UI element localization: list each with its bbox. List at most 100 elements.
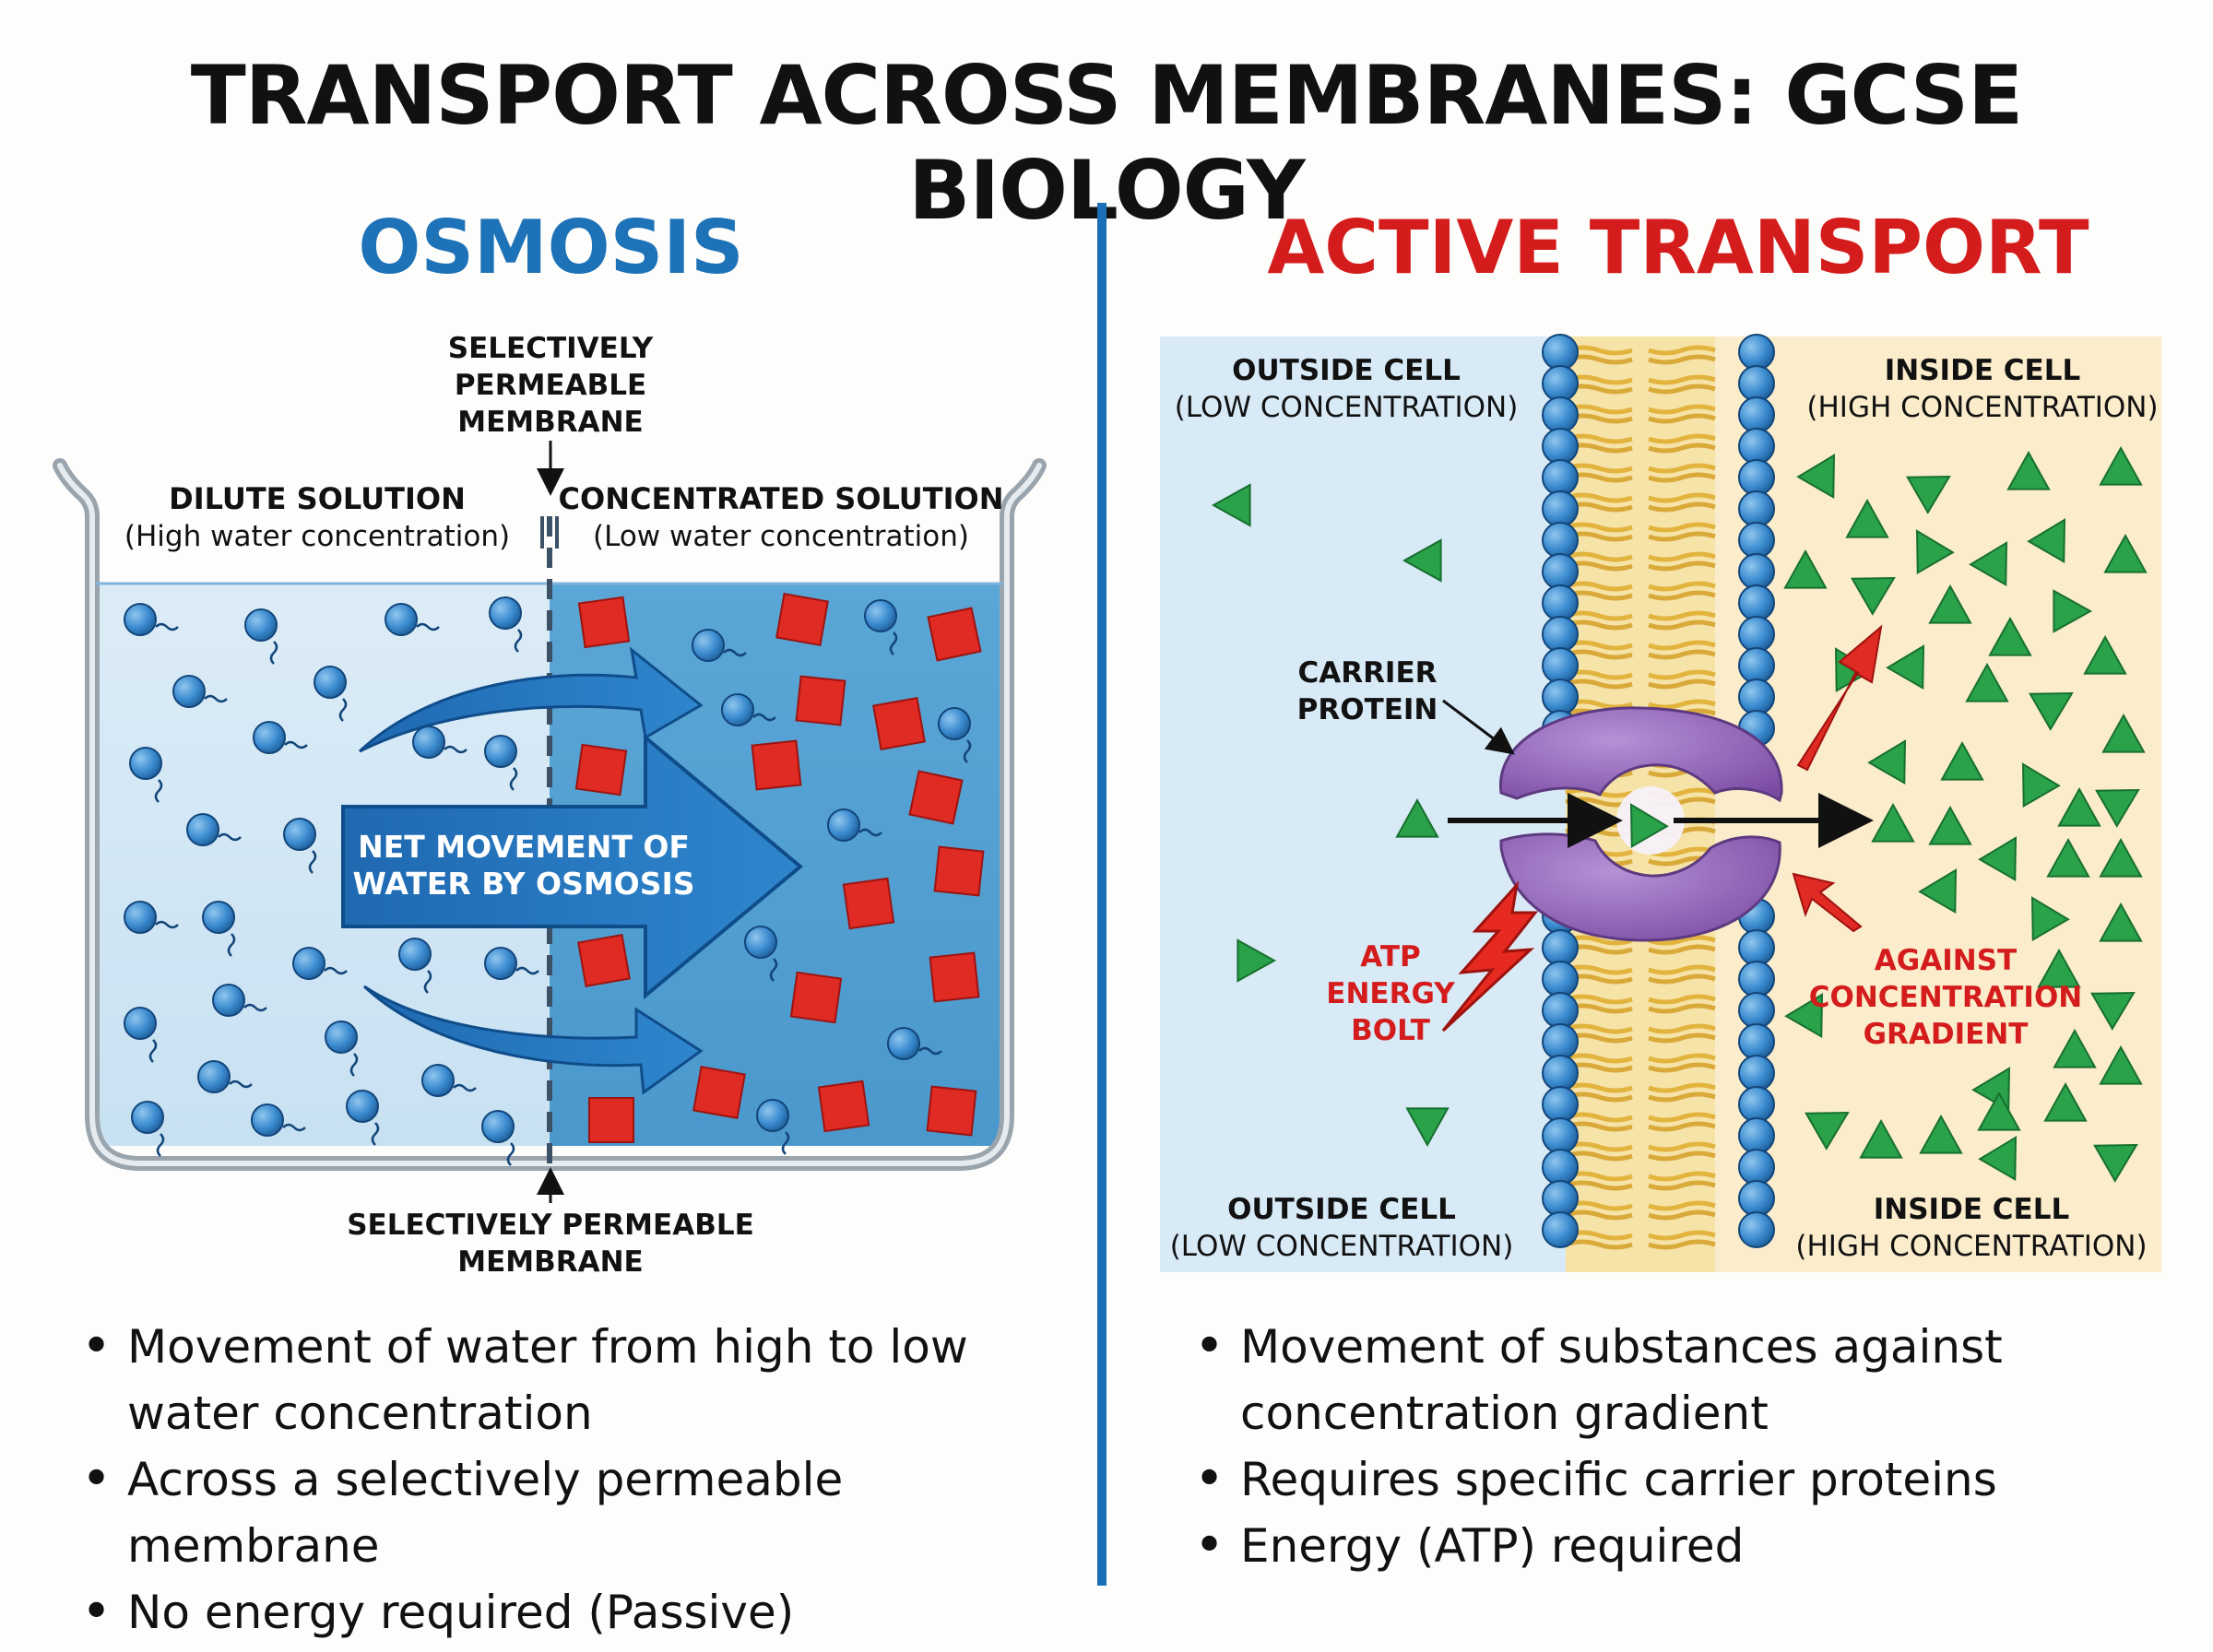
lipid-tail [1648,502,1716,513]
active-bullet: Movement of substances against concentra… [1194,1314,2172,1446]
lipid-tail [1648,1180,1716,1191]
lipid-tail [1565,463,1633,474]
lipid-tail [1648,560,1716,572]
green-particle [1988,616,2032,656]
water-molecule [721,693,776,726]
water-molecule [489,596,523,653]
solute-particle [588,1097,634,1143]
lipid-tail [1565,1239,1633,1250]
lipid-tail [1648,964,1716,975]
green-particle [2029,691,2074,731]
red-arrow-gradient [1792,872,1863,933]
green-particle [2021,762,2061,808]
lipid-tail [1648,610,1716,621]
solute-particle [927,607,982,662]
green-particle [1211,483,1251,527]
outside-cell-top-sub: (LOW CONCENTRATION) [1175,391,1519,424]
lipid-tail [1648,846,1716,857]
green-particle [1405,1107,1450,1148]
lipid-tail [1565,1121,1633,1132]
green-particle [2099,445,2143,486]
arrow-label-line1: NET MOVEMENT OF [358,829,690,865]
lipid-tail [1648,590,1716,601]
lipid-tail [1648,944,1716,955]
water-molecule [212,984,267,1017]
lipid-tail [1565,620,1633,631]
main-title: TRANSPORT ACROSS MEMBRANES: GCSE BIOLOGY [190,48,2024,238]
lipid-head [1542,522,1579,559]
solute-particle [789,971,843,1024]
lipid-tail [1648,1082,1716,1093]
lipid-head [1738,647,1775,684]
lipid-tail [1648,374,1716,385]
lipid-tail [1648,1092,1716,1103]
solute-particle [795,675,846,726]
osmosis-bottom-arrow [362,985,704,1095]
green-particle [1784,993,1824,1038]
water-molecule [412,726,467,759]
water-molecule [398,938,432,994]
lipid-head [1542,1149,1579,1186]
lipid-tail [1565,1053,1633,1064]
solute-particle [751,739,802,791]
lipid-tail [1565,1150,1633,1162]
lipid-tail [1648,492,1716,503]
lipid-tail [1565,994,1633,1005]
water-molecule [124,603,179,636]
lipid-tail [1648,404,1716,415]
water-molecule [346,1090,380,1146]
solute-particle [574,743,628,796]
lipid-tail [1648,345,1716,356]
lipid-tail [1648,678,1716,690]
green-particle [2090,991,2136,1031]
water-molecule [744,926,778,982]
green-particle [1915,529,1955,574]
solute-particles [574,593,985,1143]
dilute-solution-label: DILUTE SOLUTION [169,481,466,516]
green-particle [1978,836,2018,881]
carrier-protein-pointer [1442,699,1515,755]
inside-cell-top-sub: (HIGH CONCENTRATION) [1806,391,2158,424]
lipid-tail [1648,620,1716,631]
green-particle [1928,584,1972,624]
lipid-tail [1565,1082,1633,1093]
lipid-tail [1648,581,1716,592]
lipid-tail [1648,463,1716,474]
lipid-head [1542,1023,1579,1060]
membrane-top-label-3: MEMBRANE [457,406,644,439]
water-molecule [197,1060,253,1093]
solute-particle [929,951,980,1003]
water-molecule [124,1007,158,1063]
water-molecule [864,599,898,655]
lipid-tail [1648,1121,1716,1132]
green-particle [1906,475,1951,514]
water-molecule [292,947,348,980]
lipid-tail [1565,492,1633,503]
lipid-tail [1648,551,1716,562]
green-particle [1851,576,1896,616]
green-particle [2057,786,2101,827]
lipid-head [1738,522,1775,559]
lipid-head [1542,992,1579,1029]
green-particle [1805,1111,1850,1150]
green-particle [1871,802,1915,843]
green-particle [1796,454,1836,499]
water-molecule [283,818,317,874]
green-particle [1886,644,1925,690]
concentrated-solution-label: CONCENTRATED SOLUTION [559,481,1004,516]
active-bullet: Energy (ATP) required [1194,1513,2172,1579]
osmosis-bullet-list: Movement of water from high to low water… [81,1314,1077,1646]
green-particle [2043,1081,2088,1122]
lipid-tail [1565,1023,1633,1034]
lipid-head [1738,961,1775,997]
water-molecule [131,1101,165,1157]
lipid-head [1542,1180,1579,1217]
gradient-label-1: AGAINST [1875,944,2017,977]
water-molecule [421,1064,477,1097]
solute-particle [577,934,631,987]
water-molecule [325,1021,359,1077]
lipid-tail [1648,433,1716,444]
lipid-tail [1648,1062,1716,1073]
lipid-tail [1648,1112,1716,1123]
